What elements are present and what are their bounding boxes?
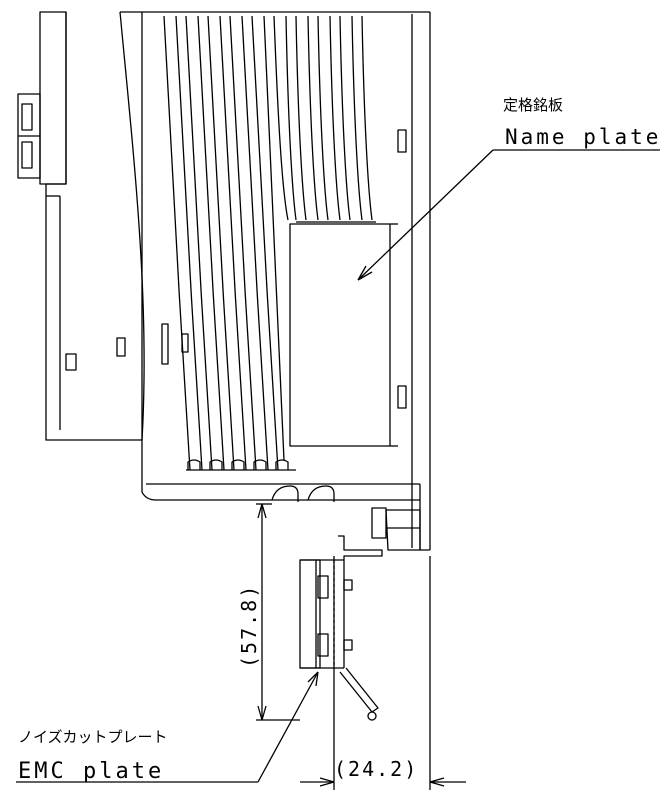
left-side-panel — [45, 12, 143, 441]
height-dimension-label: (57.8) — [237, 584, 261, 668]
nameplate-label-en: Name plate — [505, 125, 661, 149]
name-plate — [289, 223, 398, 447]
nameplate-label-jp: 定格銘板 — [503, 96, 563, 114]
emc-plate-shape — [299, 535, 383, 721]
dimension-lines — [256, 503, 466, 790]
main-housing — [119, 11, 431, 551]
cooling-fins — [163, 15, 376, 471]
emc-label-en: EMC plate — [18, 759, 164, 784]
emc-label-jp: ノイズカットプレート — [18, 728, 168, 746]
bottom-connector — [371, 507, 421, 551]
left-mounting-bracket — [17, 11, 67, 185]
leader-lines — [16, 149, 660, 783]
bottom-hooks — [271, 485, 335, 502]
depth-dimension-label: (24.2) — [334, 757, 418, 781]
